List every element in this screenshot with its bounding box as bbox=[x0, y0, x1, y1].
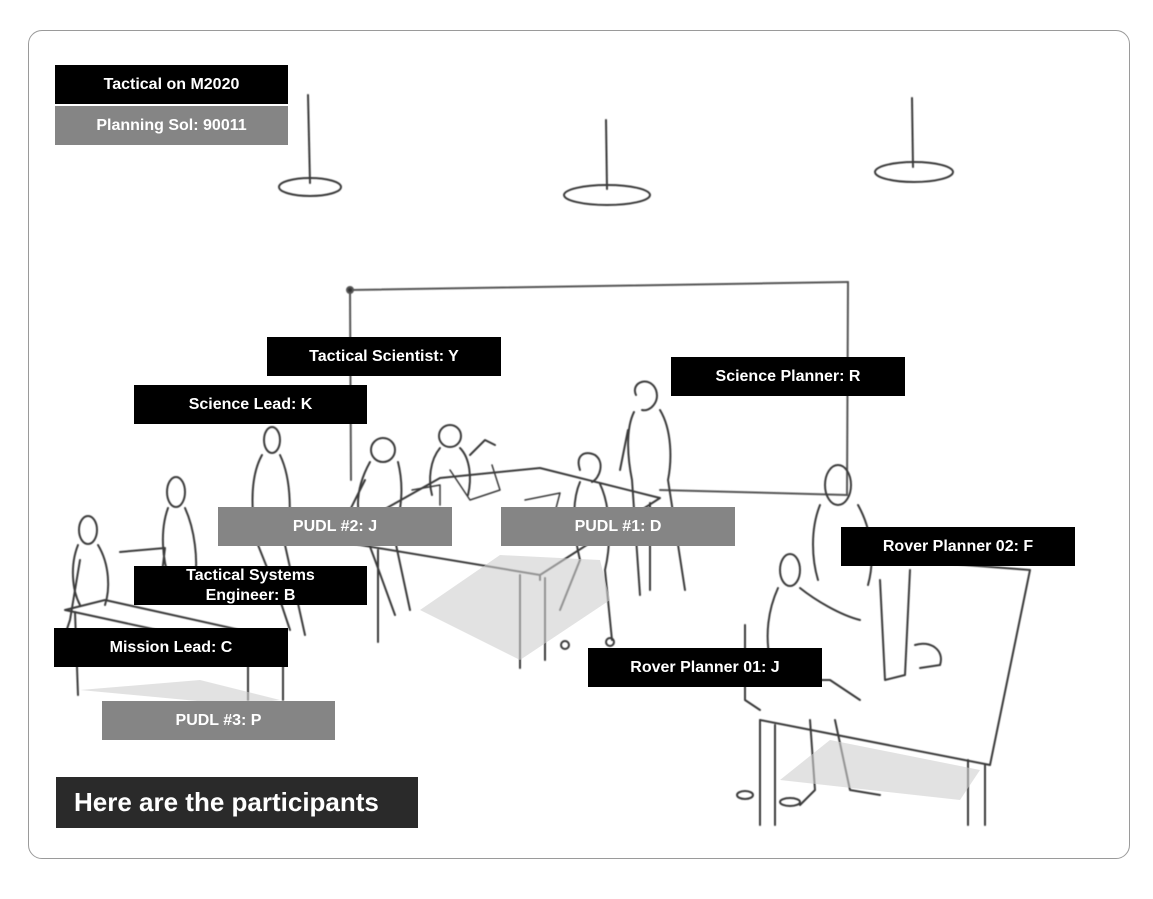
tse-line-1: Tactical Systems bbox=[186, 566, 315, 584]
participant-pudl-3: PUDL #3: P bbox=[102, 701, 335, 740]
participant-pudl-2: PUDL #2: J bbox=[218, 507, 452, 546]
participant-pudl-1: PUDL #1: D bbox=[501, 507, 735, 546]
title-label: Tactical on M2020 bbox=[55, 65, 288, 104]
participant-science-planner: Science Planner: R bbox=[671, 357, 905, 396]
ceiling-lamp-3 bbox=[874, 97, 954, 183]
participant-rover-planner-01: Rover Planner 01: J bbox=[588, 648, 822, 687]
participant-mission-lead: Mission Lead: C bbox=[54, 628, 288, 667]
ceiling-lamp-1 bbox=[278, 94, 342, 197]
planning-sol-label: Planning Sol: 90011 bbox=[55, 106, 288, 145]
floor-shadows bbox=[80, 555, 980, 800]
participant-rover-planner-02: Rover Planner 02: F bbox=[841, 527, 1075, 566]
caption-banner: Here are the participants bbox=[56, 777, 418, 828]
participant-tactical-scientist: Tactical Scientist: Y bbox=[267, 337, 501, 376]
person-standing-right bbox=[619, 380, 686, 596]
tse-line-2: Engineer: B bbox=[205, 586, 296, 604]
participant-tactical-systems-engineer: Tactical Systems Engineer: B bbox=[134, 566, 367, 605]
person-standing-right-table bbox=[812, 464, 942, 681]
participant-science-lead: Science Lead: K bbox=[134, 385, 367, 424]
person-seated-behind bbox=[429, 424, 496, 496]
ceiling-lamp-2 bbox=[563, 119, 651, 206]
